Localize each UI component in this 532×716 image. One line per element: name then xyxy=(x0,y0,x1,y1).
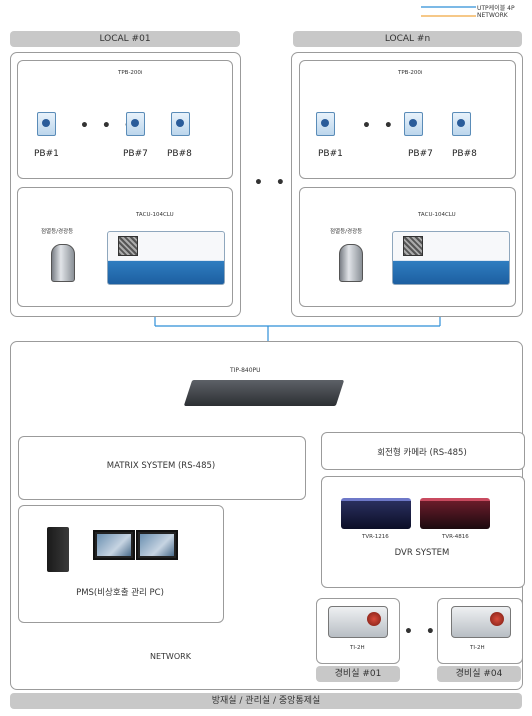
pb-label: PB#1 xyxy=(318,149,343,159)
footer-bar: 방재실 / 관리실 / 중앙통제실 xyxy=(10,693,522,709)
tip-label: TIP-840PU xyxy=(230,367,261,374)
network-label: NETWORK xyxy=(150,652,191,661)
local-left-bell-label: 점멸등/경광등 xyxy=(41,229,74,235)
push-button-icon xyxy=(316,112,335,136)
push-button-icon xyxy=(37,112,56,136)
tacu-controller-icon xyxy=(392,231,510,285)
guard-room-04-label: 경비실 #04 xyxy=(437,666,521,682)
warning-light-icon xyxy=(51,244,75,282)
local-left-header: LOCAL #01 xyxy=(10,31,240,47)
local-right-tacu-label: TACU-104CLU xyxy=(418,212,456,218)
fan-icon xyxy=(118,236,138,256)
monitor-icon xyxy=(93,530,135,560)
pms-label: PMS(비상호출 관리 PC) xyxy=(76,588,164,598)
dvr-system-label: DVR SYSTEM xyxy=(394,548,450,558)
tip-840pu-device-icon xyxy=(183,380,345,406)
local-right-bell-label: 점멸등/경광등 xyxy=(330,229,363,235)
warning-light-icon xyxy=(339,244,363,282)
pb-label: PB#7 xyxy=(408,149,433,159)
dvr-unit-icon xyxy=(420,498,490,529)
local-right-tpb-label: TPB-200i xyxy=(398,70,423,76)
guard-unit-label: TI-2H xyxy=(350,645,365,651)
dvr-system-box xyxy=(321,476,525,588)
matrix-system-box xyxy=(18,436,306,500)
local-left-pb-dots: • • • xyxy=(80,118,137,134)
camera-box xyxy=(321,432,525,470)
intercom-console-icon xyxy=(328,606,388,638)
local-right-header: LOCAL #n xyxy=(293,31,522,47)
camera-label: 회전형 카메라 (RS-485) xyxy=(377,448,467,458)
push-button-icon xyxy=(404,112,423,136)
guard-unit-label: TI-2H xyxy=(470,645,485,651)
pb-label: PB#7 xyxy=(123,149,148,159)
pb-label: PB#8 xyxy=(452,149,477,159)
push-button-icon xyxy=(171,112,190,136)
local-left-tacu-label: TACU-104CLU xyxy=(136,212,174,218)
local-right-pb-box xyxy=(299,60,516,179)
tacu-controller-icon xyxy=(107,231,225,285)
legend-network-label: NETWORK xyxy=(477,12,508,19)
push-button-icon xyxy=(452,112,471,136)
pb-label: PB#8 xyxy=(167,149,192,159)
local-left-tpb-label: TPB-200i xyxy=(118,70,143,76)
dvr-unit-label: TVR-4816 xyxy=(442,534,469,540)
intercom-console-icon xyxy=(451,606,511,638)
pb-label: PB#1 xyxy=(34,149,59,159)
local-right-pb-dots: • • • xyxy=(362,118,419,134)
pc-tower-icon xyxy=(47,527,69,572)
legend-utp-label: UTP케이블 4P xyxy=(477,5,515,12)
dvr-unit-label: TVR-1216 xyxy=(362,534,389,540)
push-button-icon xyxy=(126,112,145,136)
monitor-icon xyxy=(136,530,178,560)
guard-room-01-label: 경비실 #01 xyxy=(316,666,400,682)
dvr-unit-icon xyxy=(341,498,411,529)
fan-icon xyxy=(403,236,423,256)
matrix-system-label: MATRIX SYSTEM (RS-485) xyxy=(106,461,216,471)
